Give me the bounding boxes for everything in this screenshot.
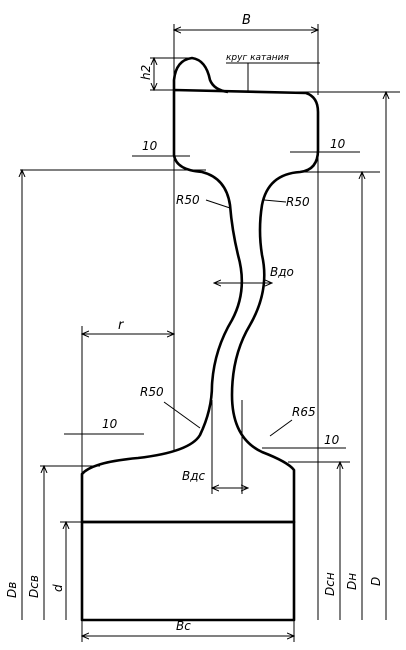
rim-web-section xyxy=(80,88,320,524)
label-bds: Bдс xyxy=(182,469,206,483)
label-r50-left-top: R50 xyxy=(176,193,200,207)
label-r50-bottom: R50 xyxy=(140,385,164,399)
label-bs: Bс xyxy=(176,619,191,633)
label-Dn: Dн xyxy=(345,573,359,590)
r50-right-leader xyxy=(263,199,287,203)
label-10-left-top: 10 xyxy=(142,139,158,153)
hub-section xyxy=(80,520,296,622)
label-Dsv: Dсв xyxy=(27,575,41,598)
label-10-right-bottom: 10 xyxy=(324,433,340,447)
label-bdo: Bдо xyxy=(270,265,294,279)
label-Dsn: Dсн xyxy=(323,572,337,596)
label-r65: R65 xyxy=(292,405,316,419)
label-Dv: Dв xyxy=(5,582,19,598)
r65-leader xyxy=(269,419,293,437)
label-h2: h2 xyxy=(139,65,153,80)
label-10-right-top: 10 xyxy=(330,137,346,151)
label-10-left-bottom: 10 xyxy=(102,417,118,431)
flange xyxy=(172,56,229,94)
r50-bottom-leader xyxy=(163,401,201,429)
label-d: d xyxy=(51,584,65,592)
label-r: r xyxy=(118,318,125,333)
r50-left-leader xyxy=(205,199,231,209)
label-krug-katania: круг катания xyxy=(226,53,290,63)
label-r50-right-top: R50 xyxy=(286,195,310,209)
label-D: D xyxy=(369,577,383,586)
label-B: B xyxy=(242,13,251,28)
